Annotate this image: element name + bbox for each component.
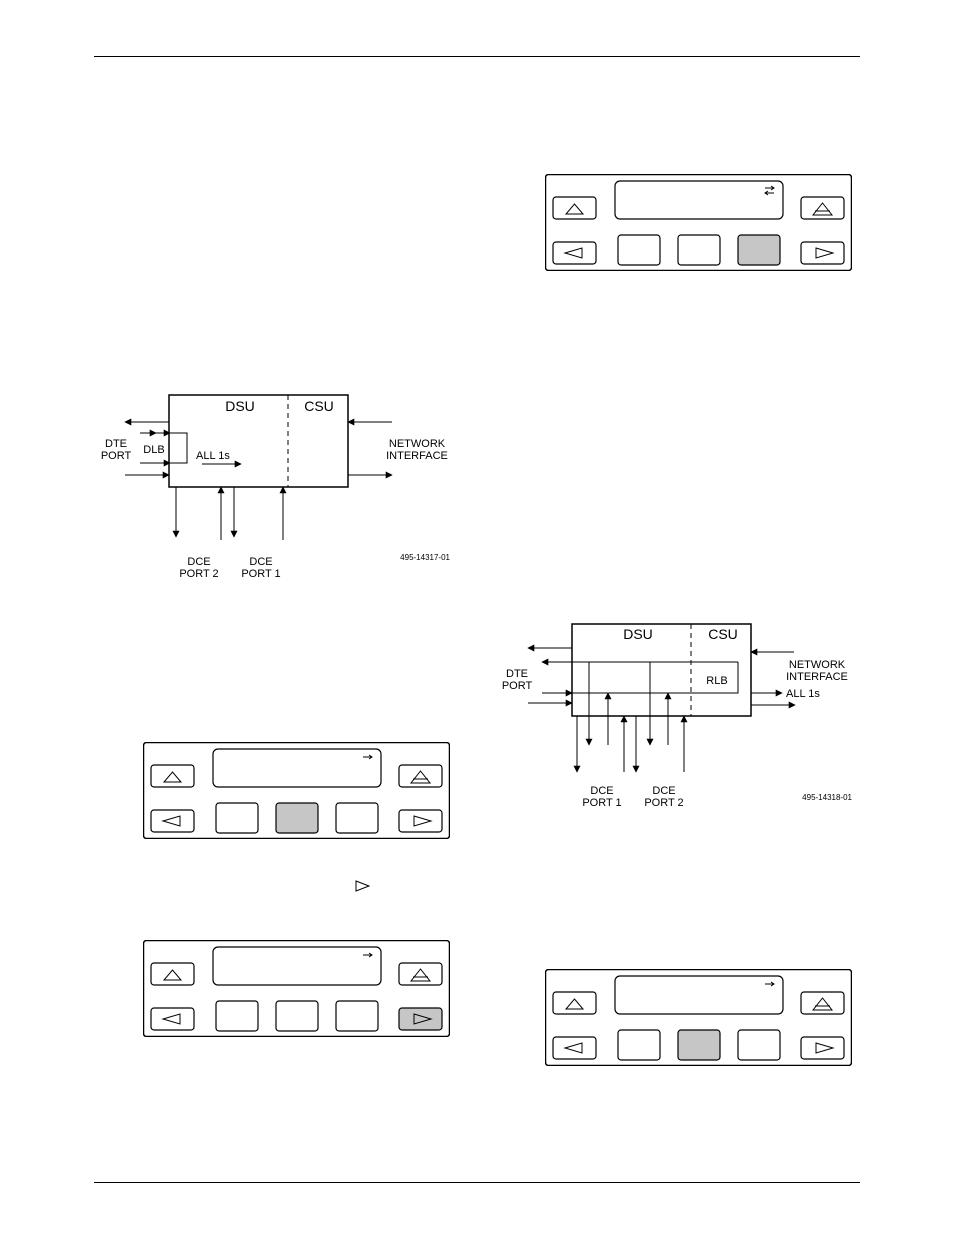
function-key-2[interactable] bbox=[678, 235, 720, 265]
dsu-label: DSU bbox=[225, 398, 255, 414]
all1s-label: ALL 1s bbox=[196, 450, 230, 462]
figure-number: 495-14318-01 bbox=[802, 793, 852, 802]
front-panel-top-right bbox=[545, 174, 852, 271]
rlb-label: RLB bbox=[706, 675, 727, 687]
csu-label: CSU bbox=[708, 626, 738, 642]
function-key-2[interactable] bbox=[276, 803, 318, 833]
scroll-up-button[interactable] bbox=[151, 765, 194, 787]
network-interface-label-line1: NETWORK bbox=[389, 438, 446, 450]
function-key-1[interactable] bbox=[216, 1001, 258, 1031]
scroll-right-button[interactable] bbox=[399, 810, 442, 832]
function-key-3[interactable] bbox=[738, 1030, 780, 1060]
scroll-right-button[interactable] bbox=[399, 1008, 442, 1030]
function-key-3[interactable] bbox=[738, 235, 780, 265]
scroll-left-button[interactable] bbox=[151, 810, 194, 832]
dte-port-label-line2: PORT bbox=[101, 450, 132, 462]
front-panel-middle-left bbox=[143, 742, 450, 839]
function-key-1[interactable] bbox=[216, 803, 258, 833]
scroll-right-button[interactable] bbox=[801, 242, 844, 264]
inline-right-arrow-icon bbox=[354, 880, 372, 892]
dce-port2-label-line2: PORT 2 bbox=[179, 568, 218, 580]
dsu-label: DSU bbox=[623, 626, 653, 642]
function-key-2[interactable] bbox=[678, 1030, 720, 1060]
scroll-left-button[interactable] bbox=[553, 1037, 596, 1059]
function-key-1[interactable] bbox=[618, 1030, 660, 1060]
dce-port1-label-line2: PORT 1 bbox=[241, 568, 280, 580]
page-up-button[interactable] bbox=[801, 992, 844, 1014]
dlb-loop-path bbox=[169, 433, 187, 463]
page-up-button[interactable] bbox=[801, 197, 844, 219]
csu-label: CSU bbox=[304, 398, 334, 414]
lcd-display bbox=[213, 947, 381, 985]
header-rule bbox=[94, 56, 860, 57]
network-interface-label-line2: INTERFACE bbox=[786, 671, 848, 683]
page-up-button[interactable] bbox=[399, 765, 442, 787]
function-key-1[interactable] bbox=[618, 235, 660, 265]
function-key-3[interactable] bbox=[336, 803, 378, 833]
dce-port2-label-line1: DCE bbox=[187, 556, 210, 568]
network-interface-label-line2: INTERFACE bbox=[386, 450, 448, 462]
lcd-display bbox=[213, 749, 381, 787]
dce-port2-label-line1: DCE bbox=[652, 785, 675, 797]
front-panel-bottom-left bbox=[143, 940, 450, 1037]
dce-port1-label-line2: PORT 1 bbox=[582, 797, 621, 809]
figure-number: 495-14317-01 bbox=[400, 553, 450, 562]
network-interface-label-line1: NETWORK bbox=[789, 659, 846, 671]
page-up-button[interactable] bbox=[399, 963, 442, 985]
dce-port2-label-line2: PORT 2 bbox=[644, 797, 683, 809]
scroll-left-button[interactable] bbox=[553, 242, 596, 264]
lcd-display bbox=[615, 181, 783, 219]
front-panel-bottom-right bbox=[545, 969, 852, 1066]
all1s-label: ALL 1s bbox=[786, 688, 820, 700]
dlb-label: DLB bbox=[143, 444, 164, 456]
scroll-up-button[interactable] bbox=[553, 992, 596, 1014]
scroll-left-button[interactable] bbox=[151, 1008, 194, 1030]
rlb-loopback-diagram: DSU CSU DTE PORT RLB NETWORK INTERFACE A… bbox=[495, 615, 865, 815]
function-key-2[interactable] bbox=[276, 1001, 318, 1031]
dte-port-label-line1: DTE bbox=[506, 668, 528, 680]
footer-rule bbox=[94, 1182, 860, 1183]
dlb-loopback-diagram: DSU CSU DTE PORT DLB ALL 1s NETWORK INTE… bbox=[90, 385, 470, 585]
dce-port1-label-line1: DCE bbox=[249, 556, 272, 568]
dte-port-label-line1: DTE bbox=[105, 438, 127, 450]
scroll-right-button[interactable] bbox=[801, 1037, 844, 1059]
scroll-up-button[interactable] bbox=[151, 963, 194, 985]
function-key-3[interactable] bbox=[336, 1001, 378, 1031]
lcd-display bbox=[615, 976, 783, 1014]
dce-port1-label-line1: DCE bbox=[590, 785, 613, 797]
dte-port-label-line2: PORT bbox=[502, 680, 533, 692]
scroll-up-button[interactable] bbox=[553, 197, 596, 219]
